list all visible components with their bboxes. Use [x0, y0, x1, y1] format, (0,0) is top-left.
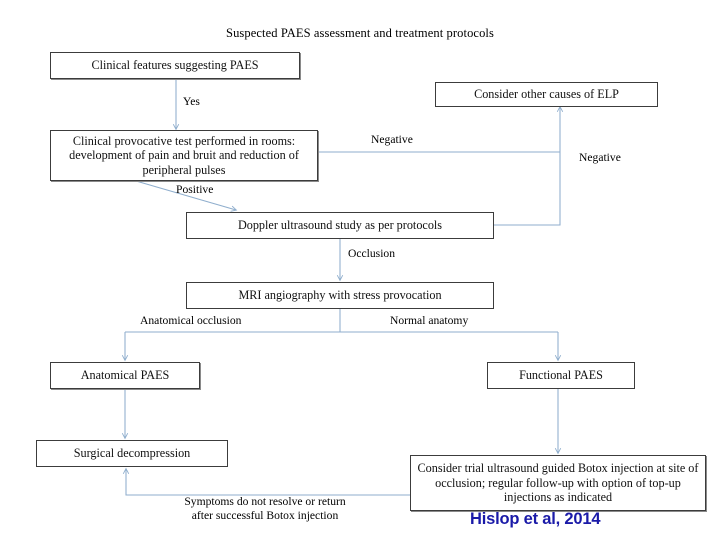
node-doppler[interactable]: Doppler ultrasound study as per protocol…: [186, 212, 494, 239]
node-anatomical-paes[interactable]: Anatomical PAES: [50, 362, 200, 389]
node-anatomical-paes-label: Anatomical PAES: [80, 368, 170, 383]
node-consider-other-causes-label: Consider other causes of ELP: [474, 87, 619, 102]
node-surgical-decompression-label: Surgical decompression: [73, 446, 191, 461]
edge-doppler-negative: [494, 152, 561, 226]
node-clinical-features-label: Clinical features suggesting PAES: [91, 58, 259, 73]
node-surgical-decompression[interactable]: Surgical decompression: [36, 440, 228, 467]
node-clinical-features[interactable]: Clinical features suggesting PAES: [50, 52, 300, 79]
edge-label-relapse: Symptoms do not resolve or return after …: [140, 495, 390, 523]
edge-botox-relapse-to-surgery: [122, 467, 410, 496]
node-doppler-label: Doppler ultrasound study as per protocol…: [237, 218, 443, 233]
edge-label-relapse-line1: Symptoms do not resolve or return: [184, 495, 346, 508]
node-functional-paes-label: Functional PAES: [519, 368, 603, 383]
page-title: Suspected PAES assessment and treatment …: [226, 26, 494, 40]
edge-label-anatomical-occlusion: Anatomical occlusion: [140, 314, 242, 327]
edge-label-occlusion: Occlusion: [348, 247, 396, 260]
node-mri-angiography[interactable]: MRI angiography with stress provocation: [186, 282, 494, 309]
edge-label-negative-top: Negative: [371, 133, 413, 146]
node-provocative-test[interactable]: Clinical provocative test performed in r…: [50, 130, 318, 181]
node-mri-angiography-label: MRI angiography with stress provocation: [238, 288, 442, 303]
node-provocative-test-label: Clinical provocative test performed in r…: [69, 133, 299, 177]
edge-label-relapse-line2: after successful Botox injection: [191, 509, 339, 522]
edge-label-negative-right: Negative: [579, 151, 621, 164]
node-consider-other-causes[interactable]: Consider other causes of ELP: [435, 82, 658, 107]
edge-label-positive: Positive: [176, 183, 214, 196]
edge-label-normal-anatomy: Normal anatomy: [390, 314, 469, 327]
node-functional-paes[interactable]: Functional PAES: [487, 362, 635, 389]
citation-label: Hislop et al, 2014: [470, 510, 601, 528]
edge-label-yes: Yes: [183, 95, 200, 108]
node-botox-trial-label: Consider trial ultrasound guided Botox i…: [417, 461, 699, 505]
node-botox-trial[interactable]: Consider trial ultrasound guided Botox i…: [410, 455, 706, 511]
